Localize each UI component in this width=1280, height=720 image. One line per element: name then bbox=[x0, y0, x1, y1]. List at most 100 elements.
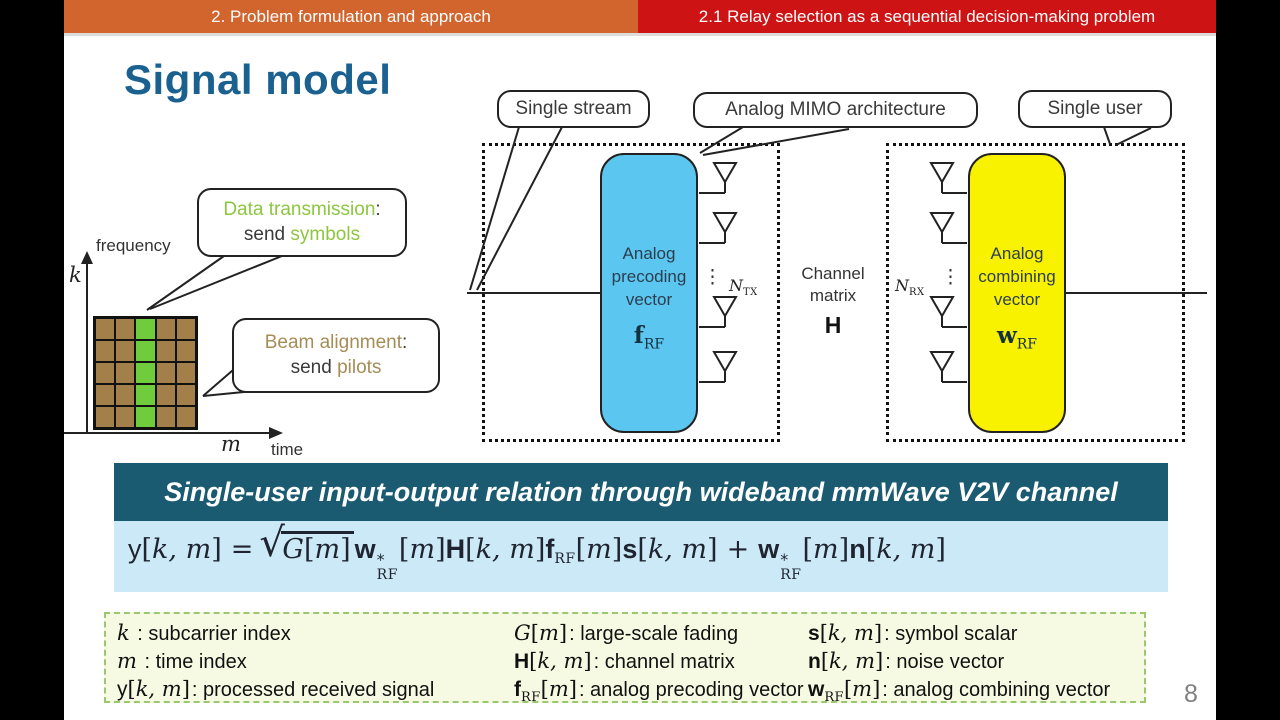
legend-col1-2-idx_r: ] bbox=[181, 677, 190, 701]
grid-cell bbox=[95, 384, 116, 406]
equation-equals: = bbox=[230, 534, 254, 565]
grid-cell bbox=[155, 384, 176, 406]
grid-cell bbox=[95, 340, 116, 362]
grid-cell bbox=[175, 384, 196, 406]
legend-col2-0-idx_r: ] bbox=[558, 621, 568, 645]
channel-matrix-symbol: H bbox=[824, 312, 842, 339]
architecture-callouts-analog_mimo: Analog MIMO architecture bbox=[725, 98, 946, 120]
legend-col2-2-idx_l: [ bbox=[540, 677, 549, 701]
legend-col3-2-idx_i: m bbox=[852, 677, 873, 701]
grid-cell bbox=[175, 362, 196, 384]
architecture-rx-line3: vector bbox=[993, 289, 1041, 309]
legend-col3-0-idx_i: k, m bbox=[827, 621, 874, 645]
equation-rb: ] bbox=[340, 534, 351, 565]
time_freq-callout_beam-line2_pre: send bbox=[290, 356, 338, 378]
legend-column: s[k, m]: symbol scalar n[k, m]: noise ve… bbox=[808, 619, 1111, 706]
legend-col2-0-idx_i: m bbox=[538, 621, 559, 645]
legend-col3-1-main: n bbox=[808, 650, 821, 673]
legend-col3-0-idx_r: ] bbox=[873, 621, 883, 645]
time-axis-label: time bbox=[271, 440, 304, 459]
legend-col1-2-idx_l: [ bbox=[127, 677, 136, 701]
architecture-callouts-single_user: Single user bbox=[1047, 97, 1143, 119]
equation-rf: RF bbox=[554, 551, 576, 567]
equation-rb: ] bbox=[211, 534, 222, 565]
equation-panel: y[k, m]=√G[m]w*RF[m]H[k, m]fRF[m]s[k, m]… bbox=[114, 521, 1168, 592]
architecture-tx-line3: vector bbox=[625, 289, 673, 309]
grid-cell bbox=[155, 340, 176, 362]
legend-column: k : subcarrier index m : time index y[k,… bbox=[117, 619, 434, 703]
callout-single-user: Single user bbox=[1018, 90, 1172, 128]
architecture-rx-n_sub: RX bbox=[909, 287, 925, 299]
legend-item: H[k, m]: channel matrix bbox=[514, 647, 804, 675]
nrx-label: NRX bbox=[895, 276, 925, 298]
grid-cell bbox=[115, 406, 136, 428]
sqrt-term: √G[m] bbox=[259, 523, 354, 565]
equation-y: y bbox=[128, 534, 142, 564]
legend-column: G[m]: large-scale fading H[k, m]: channe… bbox=[514, 619, 804, 705]
equation-star: * bbox=[376, 550, 385, 569]
callout-line: send symbols bbox=[244, 223, 360, 248]
legend-col3-2-idx_l: [ bbox=[843, 677, 853, 701]
grid-cell bbox=[175, 406, 196, 428]
equation-H: H bbox=[445, 534, 466, 564]
equation-lb: [ bbox=[465, 534, 476, 565]
architecture-channel-line1: Channel bbox=[801, 264, 865, 283]
callout-line: send pilots bbox=[291, 356, 382, 381]
legend-col1-1-desc: : time index bbox=[138, 651, 247, 673]
architecture-tx-line2: precoding bbox=[611, 266, 687, 286]
grid-cell bbox=[175, 340, 196, 362]
equation-lb: [ bbox=[637, 534, 648, 565]
callout-analog-mimo-architecture: Analog MIMO architecture bbox=[693, 92, 978, 128]
header-section-bar: 2. Problem formulation and approach bbox=[64, 0, 638, 33]
header-section-label: 2. Problem formulation and approach bbox=[211, 6, 491, 26]
equation-lb: [ bbox=[802, 534, 814, 565]
legend-item: s[k, m]: symbol scalar bbox=[808, 619, 1110, 647]
equation-km: k, m bbox=[876, 534, 936, 565]
legend-col3-2-sub: RF bbox=[824, 690, 844, 706]
legend-col2-1-desc: : channel matrix bbox=[593, 651, 735, 673]
grid-cell bbox=[155, 362, 176, 384]
callout-line: Data transmission: bbox=[223, 198, 380, 223]
legend-col2-0-idx_l: [ bbox=[530, 621, 539, 645]
analog-precoding-box: Analog precoding vector fRF bbox=[600, 153, 698, 433]
grid-cell bbox=[175, 318, 196, 340]
tx-antenna-dots: ⋮ bbox=[703, 266, 722, 288]
grid-cell bbox=[115, 318, 136, 340]
time_freq-callout_data-line2_pre: send bbox=[243, 223, 291, 245]
equation-star: * bbox=[780, 550, 789, 569]
grid-cell bbox=[135, 340, 156, 362]
legend-col2-1-idx_i: k, m bbox=[537, 649, 584, 673]
legend-col1-2-main: y bbox=[117, 678, 128, 701]
legend-col3-2-main: w bbox=[808, 678, 825, 701]
banner: Single-user input-output relation throug… bbox=[164, 476, 1118, 507]
equation-w: w bbox=[758, 534, 780, 564]
frequency-axis-label: frequency bbox=[96, 236, 171, 255]
grid-cell bbox=[135, 384, 156, 406]
legend-col2-2-idx_i: m bbox=[548, 677, 569, 701]
architecture-rx-line2: combining bbox=[978, 266, 1056, 286]
legend-item: wRF[m]: analog combining vector bbox=[808, 675, 1111, 706]
w-star-rf: *RF bbox=[376, 550, 398, 583]
w-star-rf: *RF bbox=[780, 550, 801, 583]
equation-rb: ] bbox=[435, 534, 446, 565]
grid-cell bbox=[95, 406, 116, 428]
equation-G: G bbox=[282, 534, 304, 565]
equation-w: w bbox=[354, 534, 376, 564]
equation-rb: ] bbox=[838, 534, 850, 565]
rx-antenna-dots: ⋮ bbox=[941, 266, 960, 288]
combining-vector-symbol: wRF bbox=[997, 322, 1037, 353]
frequency-axis bbox=[81, 251, 93, 434]
legend-col2-0-main: G bbox=[514, 621, 531, 645]
legend-item: n[k, m]: noise vector bbox=[808, 647, 1110, 675]
equation-sqrt_sign: √ bbox=[259, 520, 285, 566]
time_freq-callout_data-line1_colon: : bbox=[375, 198, 381, 220]
analog-combining-box: Analog combining vector wRF bbox=[968, 153, 1066, 433]
legend-col3-2-desc: : analog combining vector bbox=[882, 679, 1111, 701]
m-axis-label: m bbox=[221, 432, 241, 456]
equation-km: k, m bbox=[475, 534, 535, 565]
legend-col2-2-desc: : analog precoding vector bbox=[578, 679, 804, 701]
right-letterbox bbox=[1216, 0, 1280, 720]
architecture-tx-n_label: N bbox=[729, 276, 743, 295]
grid-cell bbox=[155, 318, 176, 340]
